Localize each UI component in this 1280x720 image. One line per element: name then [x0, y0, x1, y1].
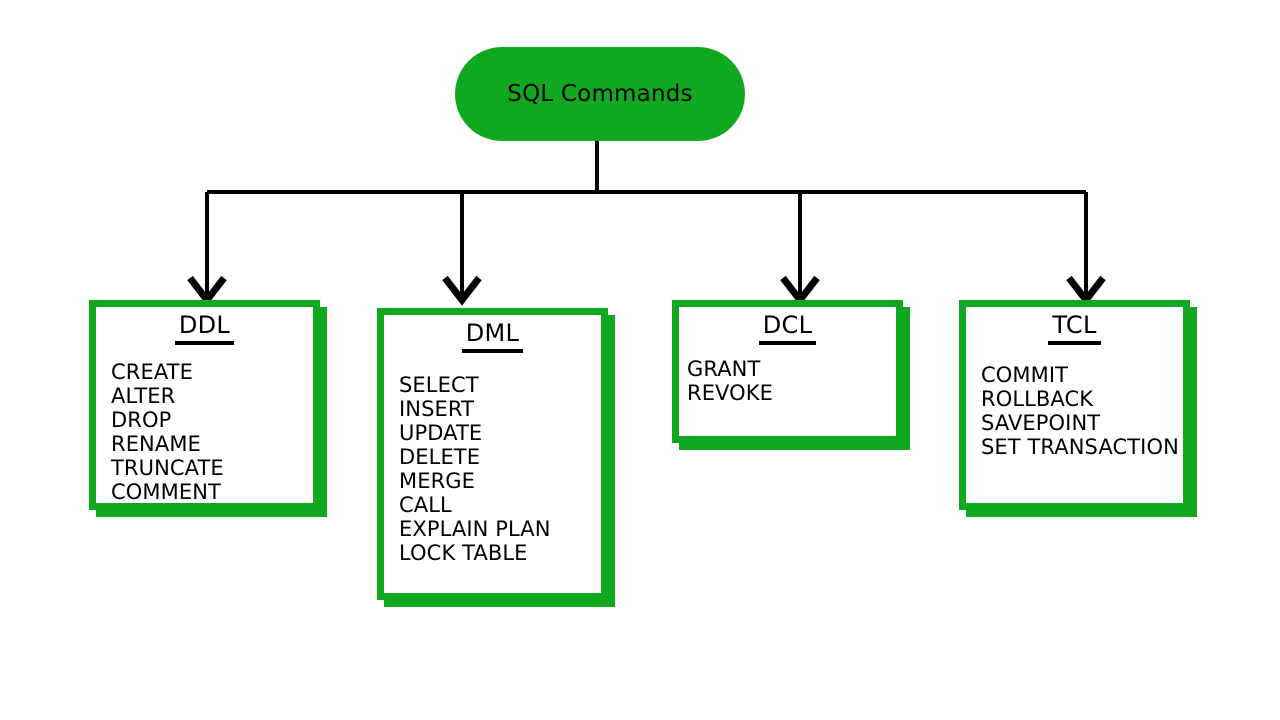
category-title-wrap: TCL — [959, 309, 1190, 346]
root-node-label: SQL Commands — [507, 80, 693, 107]
command-item: MERGE — [399, 469, 476, 494]
category-title-wrap: DML — [377, 317, 608, 354]
connector-arrowhead — [442, 275, 482, 306]
command-item: SET TRANSACTION — [981, 435, 1179, 460]
command-item: LOCK TABLE — [399, 541, 528, 566]
root-node-sql-commands[interactable]: SQL Commands — [455, 47, 745, 141]
category-title-wrap: DDL — [89, 309, 320, 346]
connector-lines — [205, 141, 1088, 300]
command-item: DELETE — [399, 445, 481, 470]
command-item: EXPLAIN PLAN — [399, 517, 551, 542]
connector-arrowhead — [187, 275, 227, 306]
connector-arrowhead — [1066, 275, 1106, 306]
connector-arrowheads — [187, 275, 1106, 306]
command-item: SAVEPOINT — [981, 411, 1101, 436]
command-item: GRANT — [687, 357, 761, 382]
command-item: UPDATE — [399, 421, 483, 446]
command-item: ALTER — [111, 384, 176, 409]
category-title-tcl: TCL — [1048, 312, 1101, 346]
category-title-dcl: DCL — [758, 312, 817, 346]
command-item: CALL — [399, 493, 452, 518]
category-box-frame — [672, 300, 903, 443]
connector-arrowhead — [780, 275, 820, 306]
command-item: COMMENT — [111, 480, 221, 505]
category-box-frame — [89, 300, 320, 510]
command-item: SELECT — [399, 373, 479, 398]
command-item: DROP — [111, 408, 172, 433]
category-box-frame — [377, 308, 608, 600]
command-item: RENAME — [111, 432, 201, 457]
category-title-ddl: DDL — [174, 312, 235, 346]
command-item: ROLLBACK — [981, 387, 1094, 412]
command-item: TRUNCATE — [111, 456, 224, 481]
command-item: INSERT — [399, 397, 474, 422]
category-title-wrap: DCL — [672, 309, 903, 346]
category-title-dml: DML — [461, 320, 524, 354]
command-item: REVOKE — [687, 381, 774, 406]
category-box-frame — [959, 300, 1190, 510]
command-item: CREATE — [111, 360, 193, 385]
command-item: COMMIT — [981, 363, 1069, 388]
